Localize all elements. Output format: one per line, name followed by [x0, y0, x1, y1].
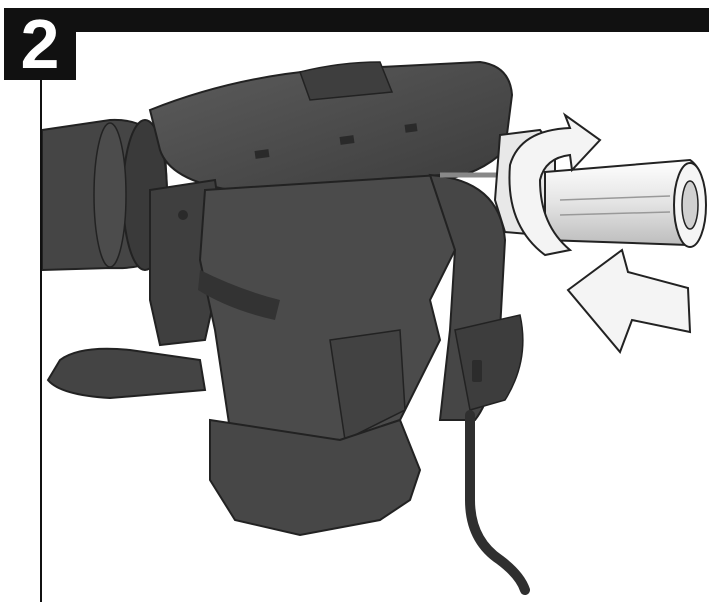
- motor-housing: [148, 60, 514, 191]
- insert-direction-arrow-icon: [566, 248, 692, 354]
- power-cord: [464, 410, 530, 595]
- rear-handle: [428, 173, 524, 421]
- header-bar: [40, 8, 709, 32]
- curved-rotation-arrow-icon: [508, 112, 602, 257]
- left-margin-rule: [40, 8, 42, 602]
- tool-body: [198, 173, 457, 442]
- tool-base: [46, 347, 422, 537]
- step-number: 2: [20, 5, 60, 83]
- step-number-badge: 2: [4, 8, 76, 80]
- rotary-hammer-illustration: [42, 60, 707, 595]
